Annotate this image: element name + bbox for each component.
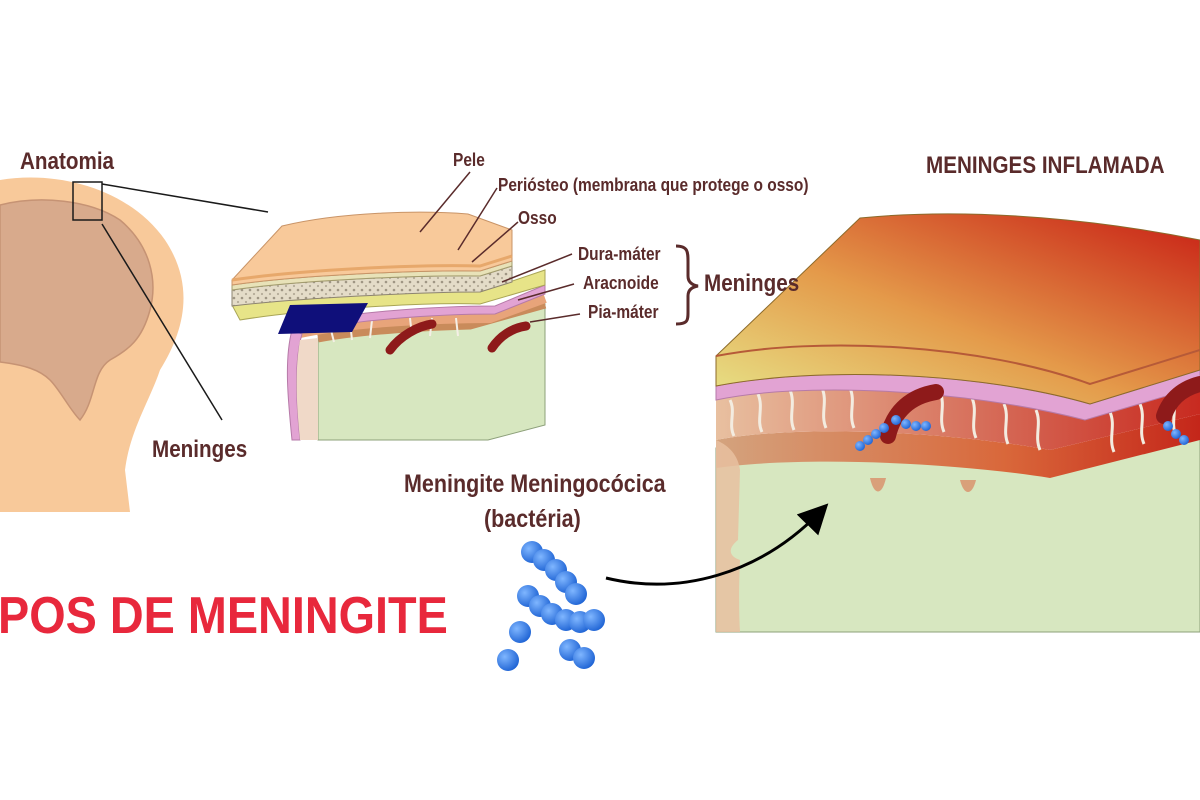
- aracnoide-label: Aracnoide: [583, 273, 659, 293]
- osso-label: Osso: [518, 208, 557, 228]
- bacteria-label-line1: Meningite Meningocócica: [404, 470, 666, 498]
- anatomy-label: Anatomia: [20, 148, 115, 175]
- brace-icon: [675, 244, 699, 326]
- inflamed-meninges: [715, 213, 1200, 633]
- brain-shape: [0, 199, 154, 422]
- pele-label: Pele: [453, 150, 485, 170]
- head-silhouette: [0, 177, 269, 512]
- arrow-icon: [605, 503, 829, 586]
- periosteo-label: Periósteo (membrana que protege o osso): [498, 175, 809, 195]
- pia-mater-label: Pia-máter: [588, 302, 659, 322]
- bacteria-on-meninges: [855, 415, 1189, 451]
- meninges-group-label: Meninges: [704, 270, 800, 297]
- anatomy-zoom-box: [72, 181, 103, 221]
- dura-mater-label: Dura-máter: [578, 244, 661, 264]
- meninges-head-label: Meninges: [152, 436, 248, 463]
- inflamed-title: MENINGES INFLAMADA: [926, 152, 1165, 179]
- sinus: [278, 303, 368, 334]
- page-title: POS DE MENINGITE: [0, 587, 448, 645]
- layers-cross-section: [231, 171, 581, 441]
- bacteria-icon: [497, 541, 605, 671]
- bacteria-label-line2: (bactéria): [484, 505, 581, 533]
